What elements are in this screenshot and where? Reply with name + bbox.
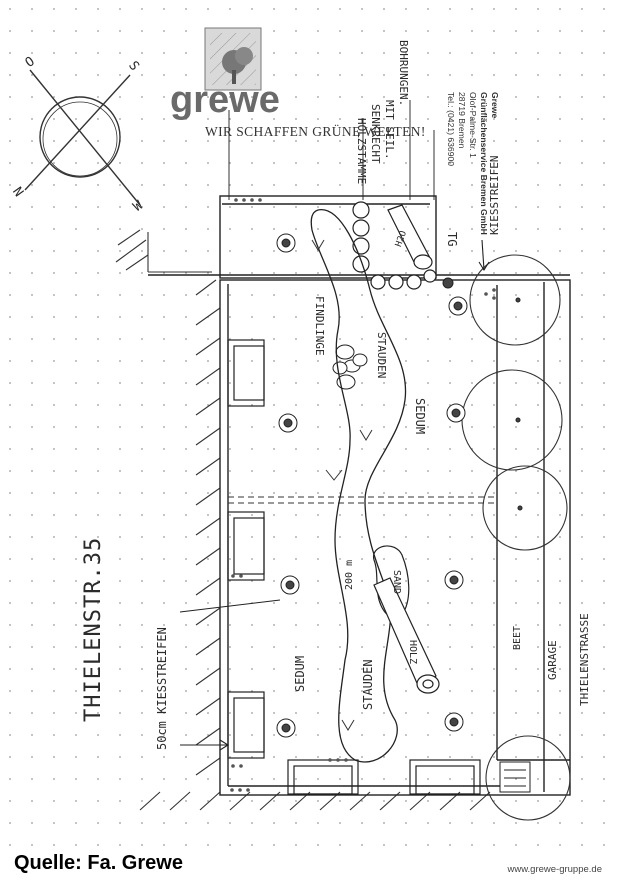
slogan: WIR SCHAFFEN GRÜNE WELTEN!: [205, 124, 426, 139]
logo-wordmark: grewe: [170, 79, 280, 121]
company-address-block: Grewe Grünflächenservice Bremen GmbH Olo…: [408, 92, 500, 235]
source-caption: Quelle: Fa. Grewe: [14, 852, 183, 874]
wood-log: [373, 577, 440, 694]
wooden-posts-line-4: BOHRUNGEN.: [397, 40, 410, 106]
gravel-dots: [230, 198, 496, 792]
wooden-posts: [352, 201, 437, 290]
company-street: Olof-Palme-Str. 1: [468, 92, 478, 158]
company-city: 28719 Bremen: [457, 92, 467, 149]
tree-canopies: [461, 254, 571, 821]
wood-label: HOLZ: [407, 640, 418, 664]
wooden-posts-line-1: HOLZSTÄMME: [355, 118, 368, 184]
compass-rose: [24, 69, 141, 206]
plant-symbols: [276, 233, 523, 738]
boulders: [332, 344, 368, 390]
company-name: Grewe: [490, 92, 500, 119]
grid-paper: [0, 0, 622, 850]
sand-label: SAND: [391, 570, 402, 594]
bed-label: BEET: [512, 626, 523, 650]
tg-label: TG: [445, 232, 459, 246]
perennial-path: [310, 209, 407, 763]
skylights: [227, 339, 481, 795]
garage-label: GARAGE: [546, 640, 559, 680]
perennials-top-label: STAUDEN: [375, 332, 388, 378]
annotation-arrows: [179, 239, 490, 751]
perennials-bottom-label: STAUDEN: [361, 659, 375, 710]
water-log: [387, 204, 433, 270]
boulders-label: FINDLINGE: [313, 296, 326, 356]
wooden-posts-line-3: MIT SEIL.: [383, 100, 396, 160]
garage-entrance: [499, 761, 531, 793]
sedum-top-label: SEDUM: [413, 398, 427, 434]
house-wall-hatching: [115, 229, 491, 811]
gravel-strip-right-label: KIESSTREIFEN: [488, 156, 501, 235]
flow-arrows: [311, 239, 373, 731]
grewe-logo-icon: [204, 27, 262, 91]
sedum-bottom-label: SEDUM: [293, 656, 307, 692]
company-full-name: Grünflächenservice Bremen GmbH: [479, 92, 489, 235]
guide-lines: [228, 100, 435, 200]
website-link[interactable]: www.grewe-gruppe.de: [507, 864, 602, 875]
distance-label: 200 m: [344, 560, 355, 590]
street-name-label: THIELENSTR.35: [81, 537, 106, 722]
company-phone: Tel.: (0421) 636900: [446, 92, 456, 167]
street-bottom-label: THIELENSTRASSE: [578, 613, 591, 706]
wooden-posts-line-2: SENKRECHT: [369, 104, 382, 164]
gravel-strip-left-label: 50cm KIESSTREIFEN: [155, 627, 169, 750]
